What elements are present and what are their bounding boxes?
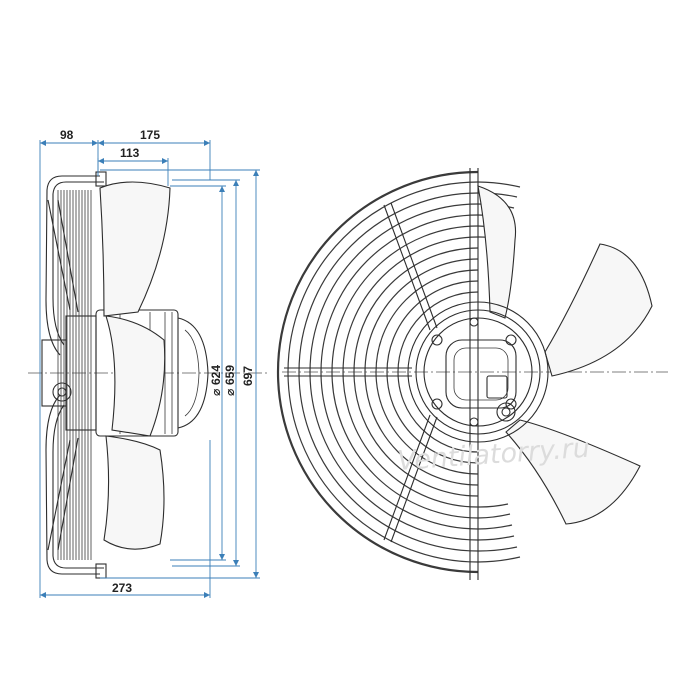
blade-right xyxy=(544,243,653,377)
dim-273-label: 273 xyxy=(112,581,132,595)
dim-98-label: 98 xyxy=(60,128,74,142)
dim-624-group: ⌀ 624 xyxy=(209,365,223,396)
dim-659-group: ⌀ 659 xyxy=(223,365,237,396)
dia-symbol-2: ⌀ xyxy=(223,389,237,396)
blades-side xyxy=(99,181,171,550)
dim-175-label: 175 xyxy=(140,128,160,142)
dim-697-label: 697 xyxy=(241,366,255,386)
guard-frame-side xyxy=(45,171,107,579)
side-view: 98 175 113 273 ⌀ 624 ⌀ 659 697 xyxy=(28,128,268,598)
dia-symbol-1: ⌀ xyxy=(209,389,223,396)
blades-front xyxy=(477,185,653,525)
front-view xyxy=(276,168,668,580)
dim-113-label: 113 xyxy=(120,146,140,160)
dim-659-label: 659 xyxy=(223,365,237,385)
hub-front xyxy=(407,301,549,443)
blade-bottom-right xyxy=(505,419,641,525)
side-dimension-lines xyxy=(39,140,260,598)
guard-rings xyxy=(276,168,521,580)
blade-top xyxy=(477,185,517,319)
dim-697-group: 697 xyxy=(241,366,255,386)
dim-624-label: 624 xyxy=(209,365,223,385)
